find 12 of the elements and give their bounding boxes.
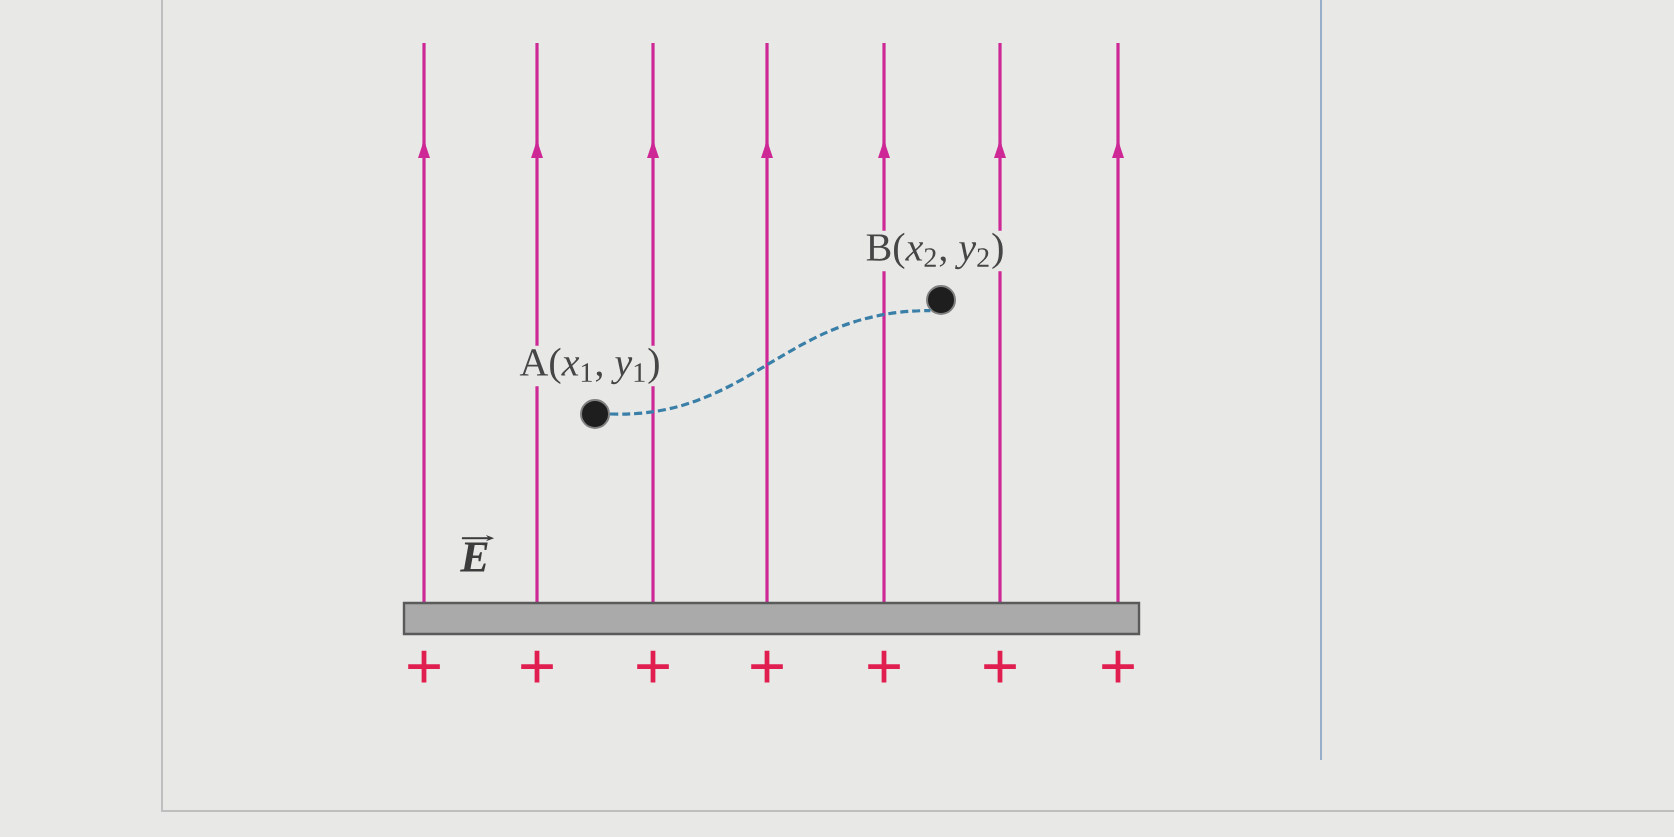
plus-sign: +	[521, 650, 553, 683]
plus-sign: +	[408, 650, 440, 683]
point-marker	[926, 285, 956, 315]
plus-sign: +	[868, 650, 900, 683]
point-marker	[580, 399, 610, 429]
plus-sign: +	[1102, 650, 1134, 683]
point-label: B(x$_{2}$, y$_{2}$)	[863, 230, 1007, 272]
point-label: A(x$_{1}$, y$_{1}$)	[517, 345, 663, 387]
plus-sign: +	[984, 650, 1016, 683]
plus-sign: +	[637, 650, 669, 683]
dashed-path	[609, 309, 931, 416]
plus-sign: +	[751, 650, 783, 683]
